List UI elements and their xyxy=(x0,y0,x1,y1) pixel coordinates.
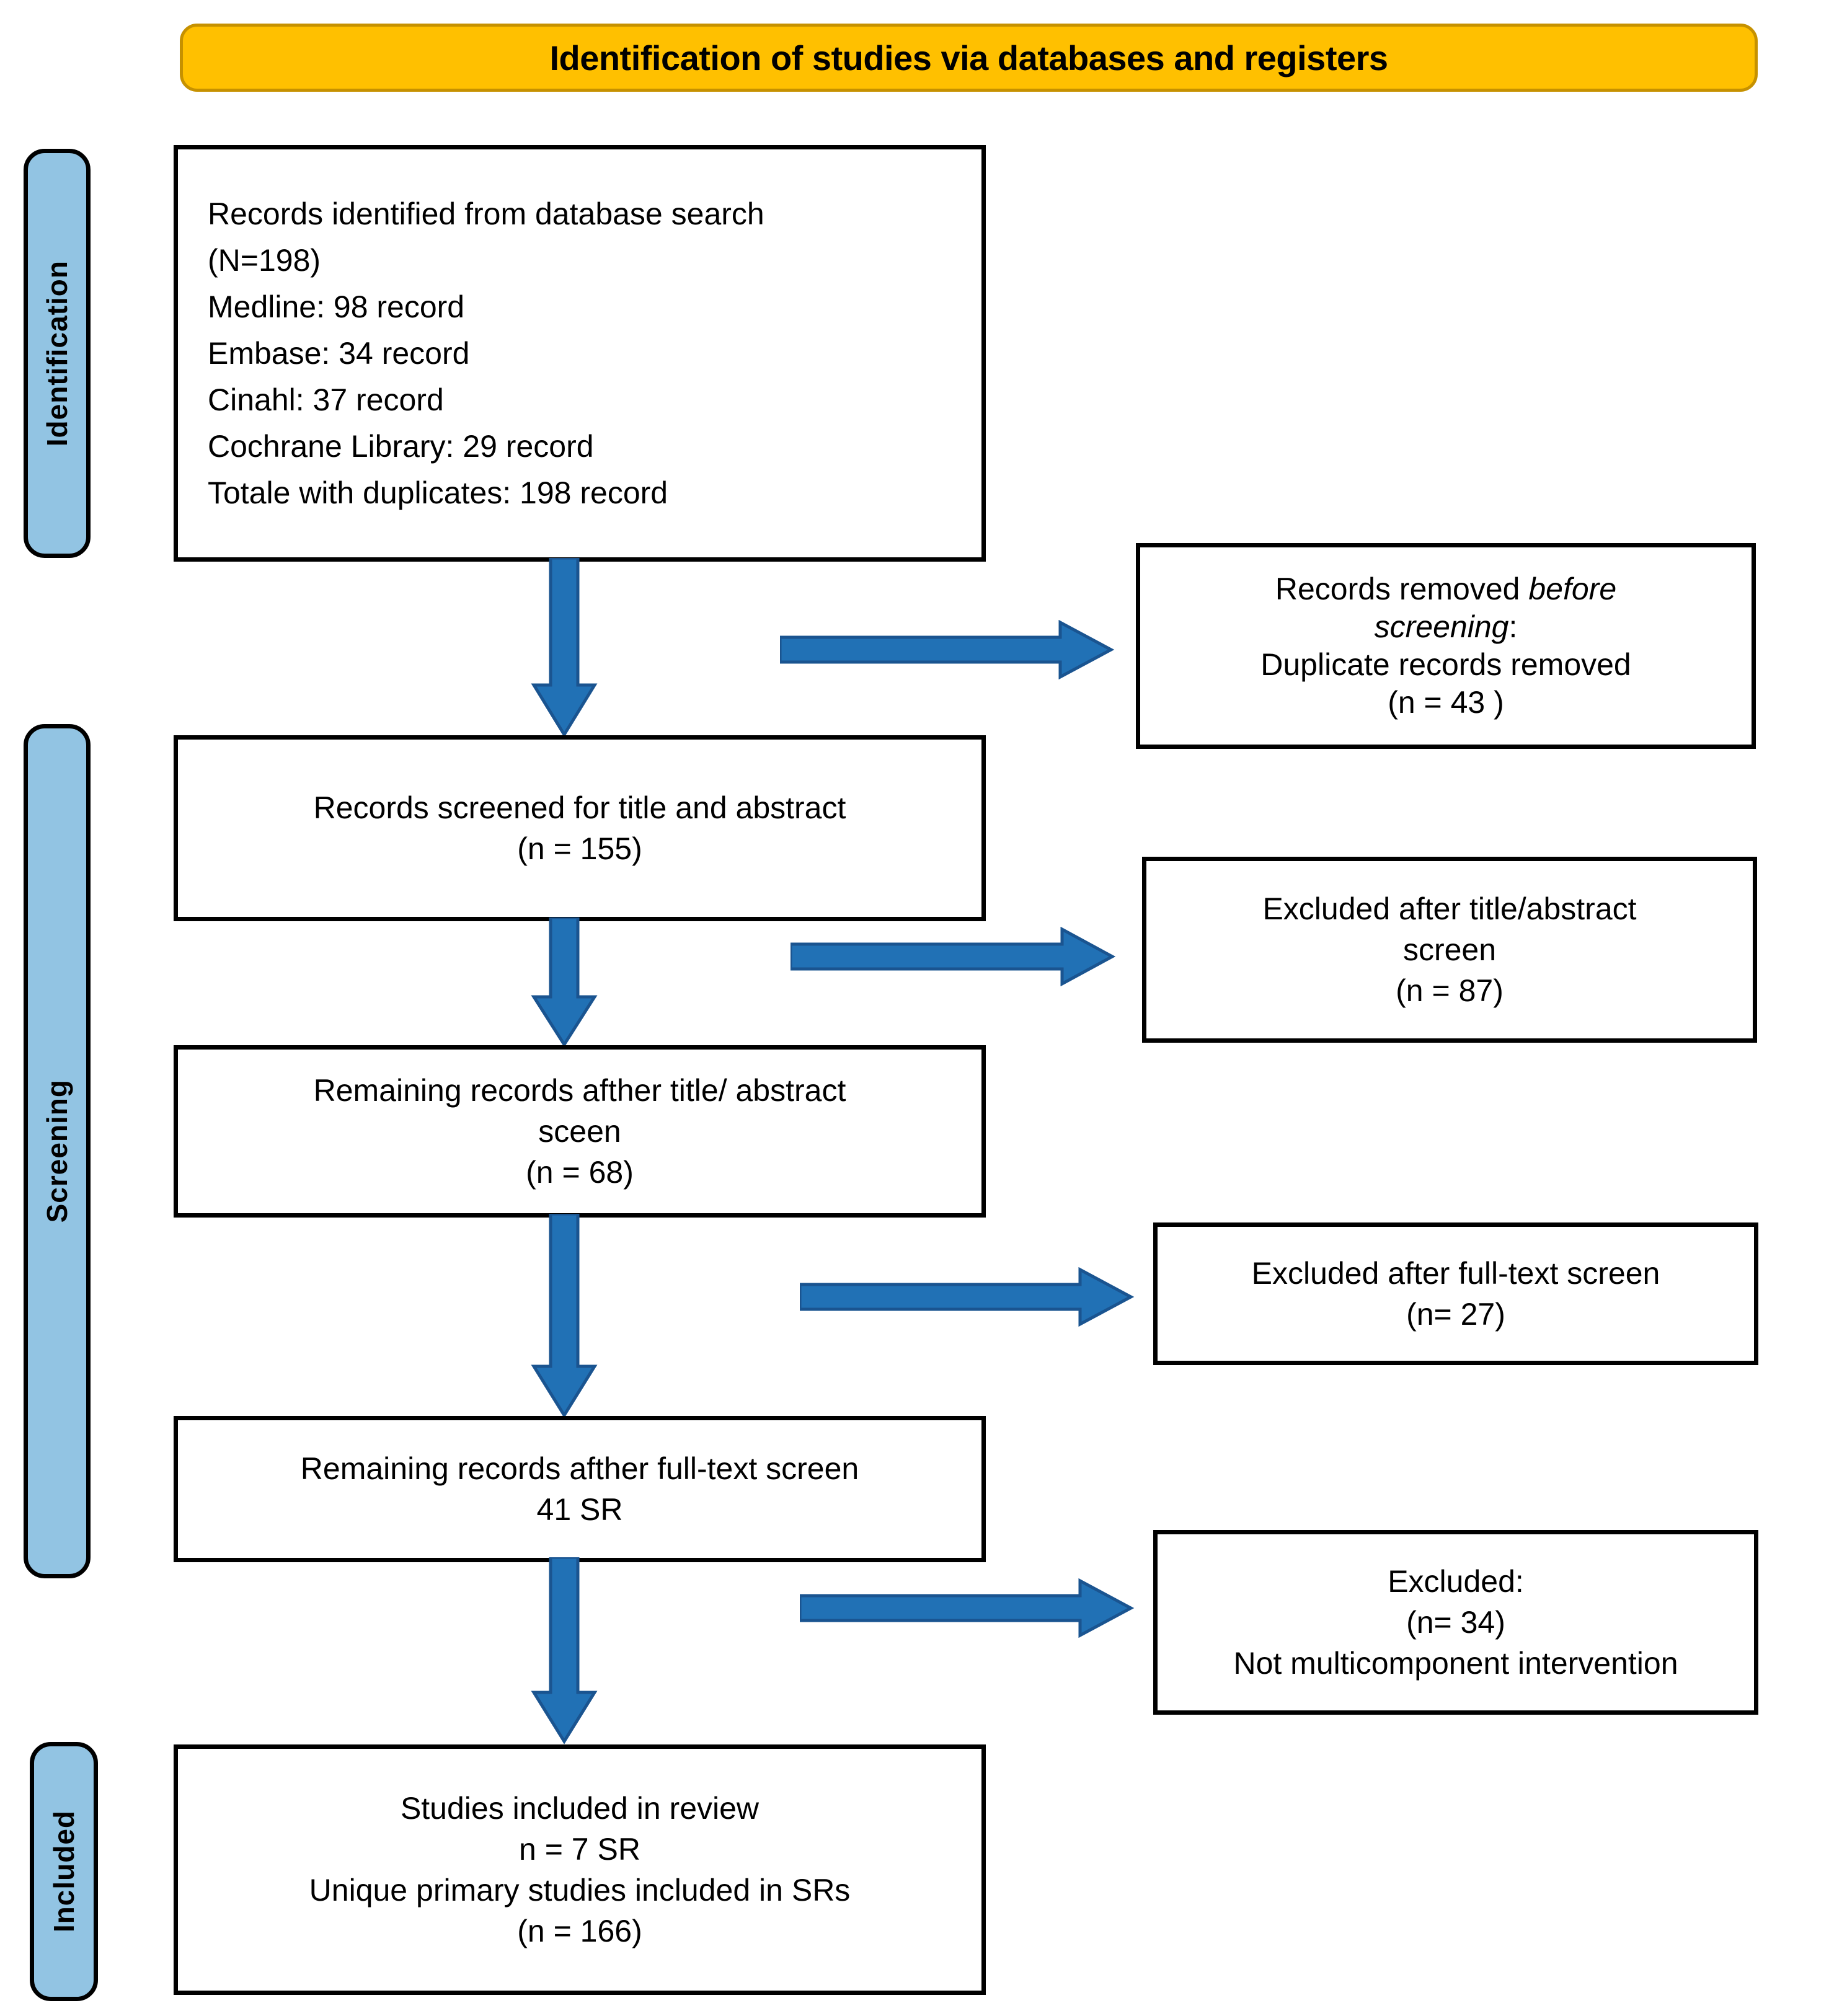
excluded-title-abstract-line-1: Excluded after title/abstract xyxy=(1262,891,1637,926)
records-screened-box: Records screened for title and abstract … xyxy=(174,735,986,921)
phase-screening: Screening xyxy=(24,724,91,1578)
records-identified-box: Records identified from database search … xyxy=(174,145,986,562)
records-removed-plain-1: Records removed xyxy=(1275,572,1529,606)
records-removed-before-screening-box: Records removed before screening: Duplic… xyxy=(1136,543,1756,749)
records-screened-line-1: Records screened for title and abstract xyxy=(313,790,846,825)
arrow-right-to-excluded-title-abstract xyxy=(791,927,1116,986)
phase-included: Included xyxy=(30,1742,98,2001)
records-removed-line-2: screening: xyxy=(1375,608,1518,646)
excluded-full-text-box: Excluded after full-text screen (n= 27) xyxy=(1153,1222,1758,1365)
excluded-title-abstract-line-3: (n = 87) xyxy=(1396,973,1504,1008)
excluded-not-multicomponent-line-3: Not multicomponent intervention xyxy=(1233,1646,1678,1681)
records-removed-line-3: Duplicate records removed xyxy=(1260,647,1631,682)
arrow-down-identified-to-screened xyxy=(530,558,598,738)
remaining-ft-line-1: Remaining records afther full-text scree… xyxy=(300,1451,859,1486)
records-removed-line-1: Records removed before xyxy=(1275,570,1616,608)
phase-identification-label: Identification xyxy=(41,260,73,447)
excluded-not-multicomponent-box: Excluded: (n= 34) Not multicomponent int… xyxy=(1153,1530,1758,1715)
records-identified-line-5: Cinahl: 37 record xyxy=(208,382,444,417)
excluded-not-multicomponent-line-1: Excluded: xyxy=(1388,1564,1524,1599)
arrow-down-remaining-ta-to-remaining-ft xyxy=(530,1214,598,1418)
remaining-ta-line-3: (n = 68) xyxy=(526,1155,634,1190)
banner-title: Identification of studies via databases … xyxy=(549,38,1388,77)
remaining-after-full-text-box: Remaining records afther full-text scree… xyxy=(174,1416,986,1562)
remaining-ft-line-2: 41 SR xyxy=(536,1492,623,1527)
records-identified-line-4: Embase: 34 record xyxy=(208,335,470,371)
studies-included-line-3: Unique primary studies included in SRs xyxy=(309,1873,851,1908)
studies-included-line-2: n = 7 SR xyxy=(519,1832,640,1867)
arrow-down-remaining-ft-to-included xyxy=(530,1557,598,1744)
identification-banner: Identification of studies via databases … xyxy=(180,24,1758,92)
records-removed-plain-2: : xyxy=(1508,609,1518,644)
phase-screening-label: Screening xyxy=(41,1079,73,1223)
excluded-full-text-line-1: Excluded after full-text screen xyxy=(1251,1256,1660,1291)
studies-included-box: Studies included in review n = 7 SR Uniq… xyxy=(174,1744,986,1995)
records-removed-line-4: (n = 43 ) xyxy=(1388,685,1504,720)
records-identified-line-6: Cochrane Library: 29 record xyxy=(208,428,594,464)
excluded-title-abstract-line-2: screen xyxy=(1402,932,1497,967)
remaining-after-title-abstract-box: Remaining records afther title/ abstract… xyxy=(174,1045,986,1218)
studies-included-line-4: (n = 166) xyxy=(517,1914,642,1948)
records-identified-line-1: Records identified from database search xyxy=(208,196,764,231)
arrow-down-screened-to-remaining-ta xyxy=(530,917,598,1048)
arrow-right-to-excluded-full-text xyxy=(800,1267,1135,1327)
records-screened-line-2: (n = 155) xyxy=(517,831,642,866)
records-removed-italic-2: screening xyxy=(1374,609,1509,644)
excluded-not-multicomponent-line-2: (n= 34) xyxy=(1406,1605,1505,1640)
excluded-title-abstract-box: Excluded after title/abstract screen (n … xyxy=(1142,857,1757,1043)
records-removed-italic-1: before xyxy=(1528,572,1617,606)
studies-included-line-1: Studies included in review xyxy=(400,1791,760,1826)
records-identified-line-7: Totale with duplicates: 198 record xyxy=(208,475,668,510)
records-identified-line-2: (N=198) xyxy=(208,242,321,278)
remaining-ta-line-2: sceen xyxy=(538,1114,621,1149)
arrow-right-to-excluded-not-multicomponent xyxy=(800,1578,1135,1638)
phase-included-label: Included xyxy=(48,1810,80,1933)
remaining-ta-line-1: Remaining records afther title/ abstract xyxy=(313,1073,846,1108)
records-identified-line-3: Medline: 98 record xyxy=(208,289,465,324)
arrow-right-to-removed-before-screening xyxy=(780,620,1115,679)
phase-identification: Identification xyxy=(24,149,91,558)
excluded-full-text-line-2: (n= 27) xyxy=(1406,1297,1505,1332)
